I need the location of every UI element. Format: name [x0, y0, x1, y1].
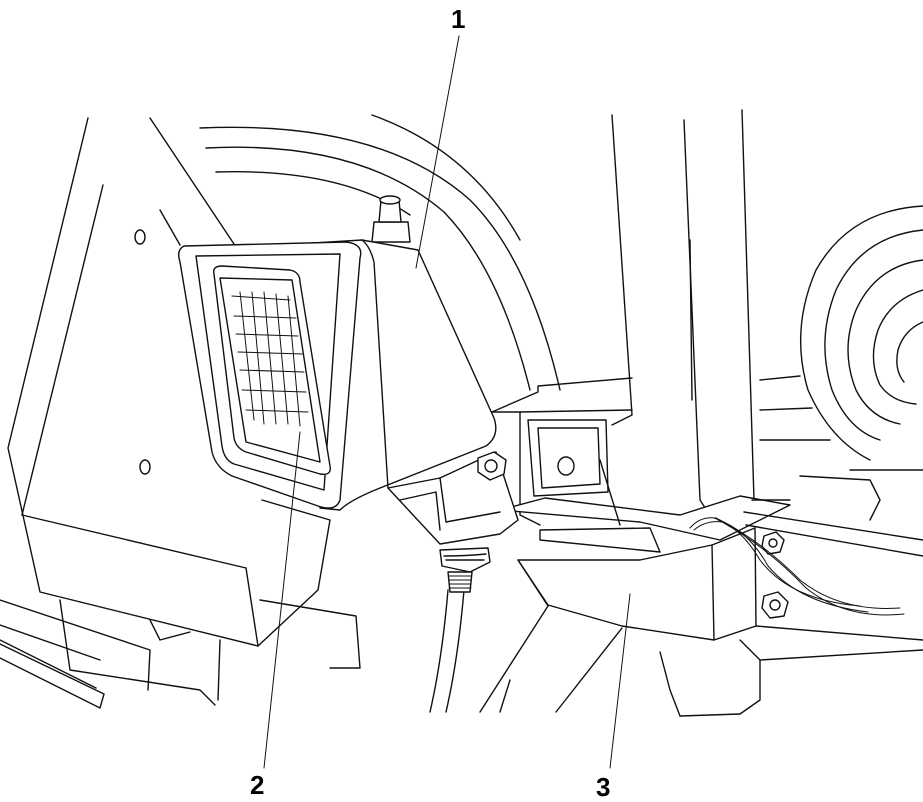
callout-number-3: 3 — [596, 772, 610, 802]
callout-number-1: 1 — [451, 4, 465, 34]
wiring — [689, 517, 905, 616]
light-lens — [212, 265, 331, 476]
ground-lines — [479, 559, 623, 713]
leader-line-1 — [415, 35, 460, 269]
leader-lines — [263, 35, 631, 769]
drum — [759, 205, 923, 521]
floor-plate — [0, 599, 361, 709]
bracket-bolt-lower — [761, 591, 789, 619]
leader-line-3 — [609, 593, 631, 769]
light-cable — [429, 589, 465, 713]
lens-grid — [231, 291, 309, 427]
cab-post-right — [611, 109, 755, 529]
right-frame — [659, 499, 923, 717]
bracket-bolt-upper — [761, 531, 785, 555]
leader-line-2 — [263, 431, 301, 769]
cab-post-left — [7, 117, 331, 647]
mounting-bracket — [499, 459, 791, 641]
callout-number-2: 2 — [250, 770, 264, 800]
light-u-bracket — [387, 451, 519, 593]
upper-mount-plate — [491, 377, 633, 526]
